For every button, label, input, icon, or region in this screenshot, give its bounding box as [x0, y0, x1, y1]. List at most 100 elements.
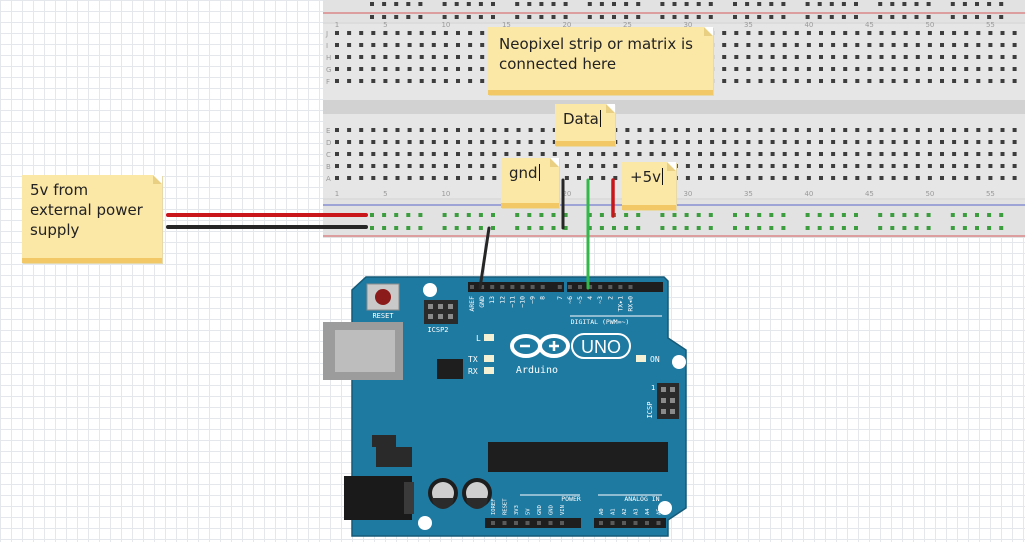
breadboard-hole[interactable] — [915, 79, 920, 83]
breadboard-hole[interactable] — [431, 152, 436, 156]
breadboard-hole[interactable] — [468, 140, 473, 144]
breadboard-hole[interactable] — [347, 164, 352, 168]
breadboard-hole[interactable] — [806, 176, 811, 180]
breadboard-hole[interactable] — [478, 213, 483, 217]
breadboard-hole[interactable] — [335, 67, 339, 71]
breadboard-hole[interactable] — [491, 2, 495, 6]
breadboard-hole[interactable] — [758, 164, 763, 168]
breadboard-hole[interactable] — [516, 128, 521, 132]
breadboard-hole[interactable] — [782, 140, 787, 144]
breadboard-hole[interactable] — [962, 2, 967, 6]
breadboard-hole[interactable] — [769, 213, 774, 217]
breadboard-hole[interactable] — [468, 152, 473, 156]
breadboard-hole[interactable] — [843, 164, 848, 168]
breadboard-hole[interactable] — [988, 79, 993, 83]
breadboard-hole[interactable] — [395, 176, 400, 180]
breadboard-hole[interactable] — [442, 213, 447, 217]
breadboard-hole[interactable] — [661, 152, 666, 156]
breadboard-hole[interactable] — [843, 152, 848, 156]
breadboard-hole[interactable] — [540, 140, 545, 144]
breadboard-hole[interactable] — [855, 152, 860, 156]
breadboard-hole[interactable] — [746, 176, 751, 180]
breadboard-hole[interactable] — [794, 176, 799, 180]
breadboard-hole[interactable] — [613, 164, 618, 168]
breadboard-hole[interactable] — [964, 128, 969, 132]
breadboard-hole[interactable] — [551, 15, 556, 19]
digital-pin-socket[interactable] — [530, 285, 535, 289]
breadboard-hole[interactable] — [419, 140, 424, 144]
breadboard-hole[interactable] — [841, 15, 846, 19]
breadboard-hole[interactable] — [988, 176, 993, 180]
breadboard-hole[interactable] — [819, 43, 823, 47]
breadboard-hole[interactable] — [443, 55, 448, 59]
breadboard-hole[interactable] — [758, 140, 763, 144]
breadboard-hole[interactable] — [708, 213, 713, 217]
breadboard-hole[interactable] — [599, 226, 604, 230]
breadboard-hole[interactable] — [879, 140, 884, 144]
breadboard-hole[interactable] — [987, 15, 992, 19]
digital-pin-socket[interactable] — [520, 285, 525, 289]
wire-black-arduino-gnd[interactable] — [478, 226, 491, 290]
breadboard-hole[interactable] — [952, 31, 957, 35]
power-pin-socket[interactable] — [537, 521, 541, 525]
analog-pin-socket[interactable] — [656, 521, 661, 525]
breadboard-hole[interactable] — [975, 226, 979, 230]
breadboard-hole[interactable] — [394, 226, 399, 230]
breadboard-hole[interactable] — [528, 128, 533, 132]
breadboard-hole[interactable] — [491, 226, 495, 230]
breadboard-hole[interactable] — [480, 67, 485, 71]
breadboard-hole[interactable] — [599, 213, 604, 217]
breadboard-hole[interactable] — [359, 164, 364, 168]
breadboard-hole[interactable] — [418, 15, 423, 19]
breadboard-hole[interactable] — [902, 226, 907, 230]
breadboard-hole[interactable] — [347, 67, 352, 71]
breadboard-hole[interactable] — [551, 226, 556, 230]
breadboard-hole[interactable] — [601, 152, 606, 156]
breadboard-hole[interactable] — [879, 176, 884, 180]
breadboard-hole[interactable] — [722, 176, 727, 180]
breadboard-hole[interactable] — [805, 226, 810, 230]
breadboard-hole[interactable] — [382, 226, 387, 230]
breadboard-hole[interactable] — [950, 2, 955, 6]
breadboard-hole[interactable] — [383, 152, 388, 156]
breadboard-hole[interactable] — [347, 140, 352, 144]
breadboard-hole[interactable] — [926, 226, 931, 230]
breadboard-hole[interactable] — [794, 31, 799, 35]
breadboard-hole[interactable] — [698, 176, 702, 180]
breadboard-hole[interactable] — [843, 43, 848, 47]
breadboard-hole[interactable] — [456, 31, 460, 35]
breadboard-hole[interactable] — [927, 152, 932, 156]
breadboard-hole[interactable] — [685, 164, 690, 168]
breadboard-hole[interactable] — [577, 152, 581, 156]
breadboard-hole[interactable] — [879, 67, 884, 71]
breadboard-hole[interactable] — [589, 164, 594, 168]
breadboard-hole[interactable] — [782, 152, 787, 156]
breadboard-hole[interactable] — [867, 67, 872, 71]
breadboard-hole[interactable] — [468, 164, 473, 168]
breadboard-hole[interactable] — [746, 128, 751, 132]
breadboard-hole[interactable] — [612, 226, 616, 230]
breadboard-hole[interactable] — [914, 213, 919, 217]
breadboard-hole[interactable] — [466, 213, 471, 217]
breadboard-hole[interactable] — [492, 140, 497, 144]
breadboard-hole[interactable] — [962, 15, 967, 19]
breadboard-hole[interactable] — [504, 152, 509, 156]
breadboard-hole[interactable] — [382, 15, 387, 19]
breadboard-hole[interactable] — [975, 2, 979, 6]
breadboard-hole[interactable] — [347, 79, 352, 83]
breadboard-hole[interactable] — [504, 128, 509, 132]
breadboard-hole[interactable] — [940, 128, 944, 132]
breadboard-hole[interactable] — [976, 43, 981, 47]
breadboard-hole[interactable] — [854, 15, 858, 19]
breadboard-hole[interactable] — [443, 128, 448, 132]
breadboard-hole[interactable] — [964, 31, 969, 35]
breadboard-hole[interactable] — [819, 152, 823, 156]
breadboard-hole[interactable] — [673, 152, 678, 156]
breadboard-hole[interactable] — [394, 213, 399, 217]
breadboard-hole[interactable] — [443, 43, 448, 47]
breadboard-hole[interactable] — [454, 15, 459, 19]
breadboard-hole[interactable] — [940, 164, 944, 168]
breadboard-hole[interactable] — [624, 15, 629, 19]
breadboard-hole[interactable] — [758, 79, 763, 83]
breadboard-hole[interactable] — [817, 15, 822, 19]
